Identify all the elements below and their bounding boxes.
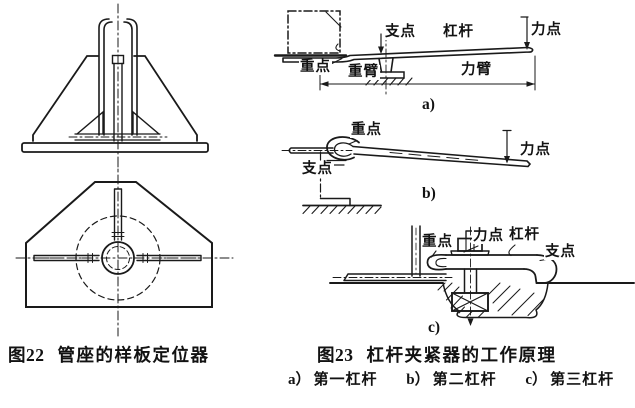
label-a-load-arm: 重臂 (347, 64, 380, 80)
force-arrow-b (502, 129, 512, 157)
post-inner-left (103, 21, 113, 136)
lever-b-shading (389, 152, 481, 161)
fig22-plan-view (15, 157, 234, 337)
hub-band (74, 133, 161, 141)
phantom-load-box (287, 10, 341, 54)
legend-text-a: 第一杠杆 (313, 372, 378, 388)
slot-cap (111, 54, 125, 65)
label-c-load-point: 重点 (421, 234, 454, 250)
rib-top-ticks (111, 232, 125, 237)
force-leader-c (463, 245, 479, 253)
load-leader-c (430, 250, 437, 258)
slot-plate (113, 62, 123, 142)
lever-bar-b (352, 145, 532, 168)
force-arrowhead-b (504, 156, 510, 164)
part-c-tag: c) (428, 319, 441, 336)
lever-left-lug (426, 253, 447, 271)
pipe-hole-inner-dashed (106, 246, 130, 270)
anchor-block (451, 292, 489, 312)
legend-item-c: c）第三杠杆 (525, 372, 614, 388)
lever-bar-c (445, 254, 538, 270)
legend-key-c: c） (525, 372, 548, 388)
anchor-cross (451, 292, 489, 312)
fulcrum-arrowhead (378, 46, 384, 54)
legend-text-c: 第三杠杆 (550, 372, 615, 388)
pit-hatching (437, 282, 545, 318)
fulcrum-pedestal (378, 57, 394, 73)
label-a-lever: 杠杆 (442, 24, 475, 40)
inner-gusset-left (76, 110, 104, 135)
label-c-force-point: 力点 (472, 228, 505, 244)
figure22-number: 图22 (8, 345, 45, 365)
post-inner-right (123, 21, 133, 136)
clamped-pipe (411, 225, 421, 277)
figure23-legend: a）第一杠杆 b）第二杠杆 c）第三杠杆 (288, 373, 614, 388)
label-b-fulcrum: 支点 (301, 161, 334, 177)
rib-right-ticks (142, 253, 148, 263)
figure22-caption: 图22 管座的样板定位器 (8, 345, 210, 365)
legend-item-a: a）第一杠杆 (288, 372, 378, 388)
lever-bar-a (282, 46, 534, 63)
rib-left-ticks (87, 253, 93, 263)
label-a-load-point: 重点 (299, 59, 332, 75)
label-a-force-point: 力点 (530, 22, 563, 38)
legend-item-b: b）第二杠杆 (406, 372, 496, 388)
figure23-number: 图23 (317, 345, 354, 365)
legend-text-b: 第二杠杆 (432, 372, 497, 388)
label-a-fulcrum: 支点 (384, 24, 417, 40)
dim-arrow-right (526, 81, 535, 87)
support-foot (319, 197, 351, 207)
force-arrowhead-a (524, 42, 530, 50)
lever-left-lug-inner (435, 257, 447, 268)
bolt-centerline-arrow (467, 318, 474, 326)
fig22-front-view (21, 3, 209, 173)
ground-hatching-b (302, 204, 382, 215)
bolt-shaft (463, 268, 478, 294)
load-leader-a (330, 57, 343, 65)
force-arrow-a (520, 16, 529, 43)
lever-a-drawing (273, 10, 536, 97)
outer-gusset-left (32, 55, 99, 142)
lever-b-drawing (281, 129, 532, 215)
figure23-caption: 图23 杠杆夹紧器的工作原理 (317, 345, 557, 365)
figure23-title: 杠杆夹紧器的工作原理 (366, 345, 557, 365)
part-a-tag: a) (422, 96, 435, 113)
outer-gusset-right (133, 55, 198, 142)
label-c-lever: 杠杆 (508, 227, 541, 243)
label-a-force-arm: 力臂 (460, 62, 493, 78)
ground-hatching-a (365, 77, 413, 86)
lever-leader-c (508, 244, 516, 257)
post-outer-right (126, 18, 138, 136)
pipe-hole (101, 241, 135, 275)
part-b-tag: b) (422, 185, 436, 202)
load-leader-b (348, 139, 358, 145)
claw-inner (333, 142, 354, 157)
claw-outer (326, 136, 360, 161)
label-b-force-point: 力点 (519, 142, 552, 158)
post-outer-left (98, 18, 110, 136)
legend-key-b: b） (406, 372, 430, 388)
inner-gusset-right (132, 110, 160, 135)
rib-top (113, 188, 123, 241)
dim-arrow-left (320, 81, 329, 87)
hook-mark (335, 43, 341, 52)
base-plate (21, 142, 209, 153)
label-b-load-point: 重点 (350, 122, 383, 138)
label-c-fulcrum: 支点 (544, 244, 577, 260)
lever-c-drawing (329, 225, 635, 326)
figure22-title: 管座的样板定位器 (57, 345, 210, 365)
legend-key-a: a） (288, 372, 311, 388)
box-corner-line (325, 11, 342, 28)
plan-outline (25, 181, 213, 308)
